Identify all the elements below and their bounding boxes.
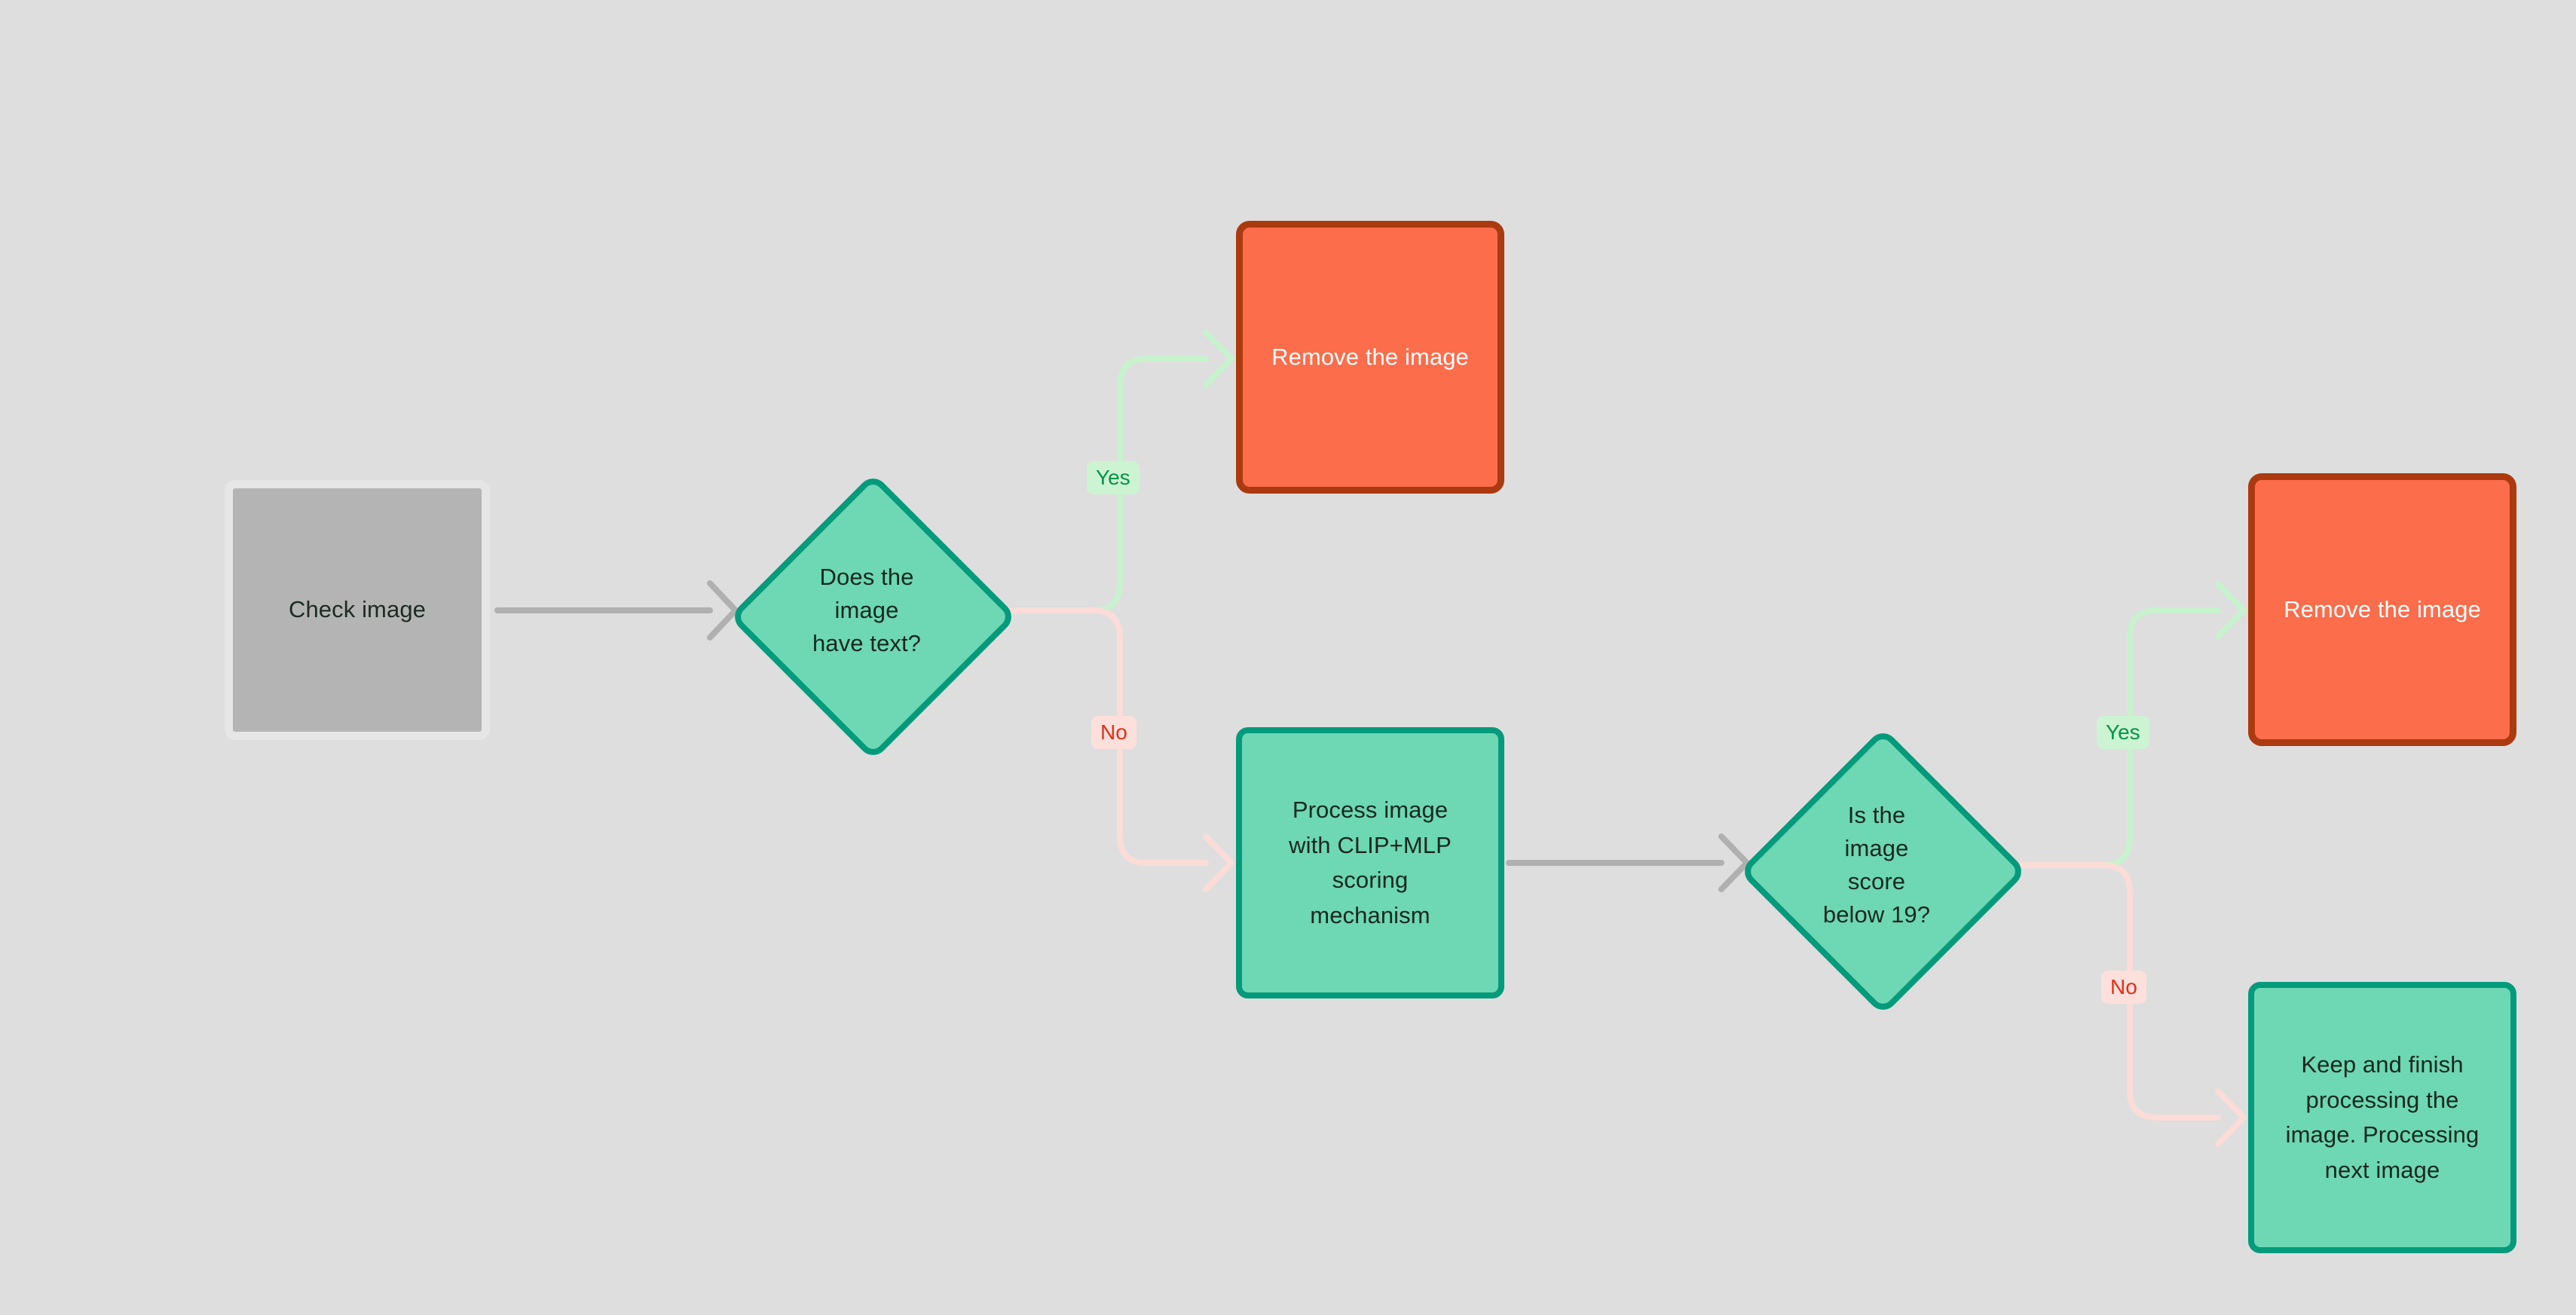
edge-score-to-keep-finish (2014, 862, 2247, 1147)
edge-label-no-score[interactable]: No (2101, 971, 2146, 1004)
node-check-image-label: Check image (288, 596, 426, 623)
node-is-image-score-below-19-label: Is the image score below 19? (1822, 801, 1931, 928)
edge-label-no-has-text[interactable]: No (1091, 716, 1137, 749)
edge-process-clip-to-score (1506, 833, 1750, 892)
node-does-image-have-text[interactable]: Does the image have text? (728, 472, 1017, 761)
edge-has-text-to-process-clip (1004, 607, 1234, 892)
node-keep-and-finish-processing-label: Keep and finish processing the image. Pr… (2285, 1051, 2480, 1183)
edge-label-yes-has-text[interactable]: Yes (1087, 461, 1140, 494)
node-remove-the-image-1[interactable]: Remove the image (1236, 221, 1504, 494)
node-is-image-score-below-19[interactable]: Is the image score below 19? (1738, 726, 2027, 1016)
node-remove-the-image-2-label: Remove the image (2284, 595, 2481, 622)
node-remove-the-image-1-label: Remove the image (1271, 343, 1469, 370)
edge-label-yes-score[interactable]: Yes (2097, 716, 2149, 749)
edge-check-image-to-has-text (494, 580, 739, 641)
node-remove-the-image-2[interactable]: Remove the image (2248, 473, 2516, 746)
node-does-image-have-text-label: Does the image have text? (812, 563, 922, 656)
node-check-image[interactable]: Check image (225, 480, 490, 740)
node-process-image-clip-mlp-label: Process image with CLIP+MLP scoring mech… (1289, 797, 1452, 928)
node-keep-and-finish-processing[interactable]: Keep and finish processing the image. Pr… (2248, 982, 2516, 1253)
node-process-image-clip-mlp[interactable]: Process image with CLIP+MLP scoring mech… (1236, 727, 1504, 998)
